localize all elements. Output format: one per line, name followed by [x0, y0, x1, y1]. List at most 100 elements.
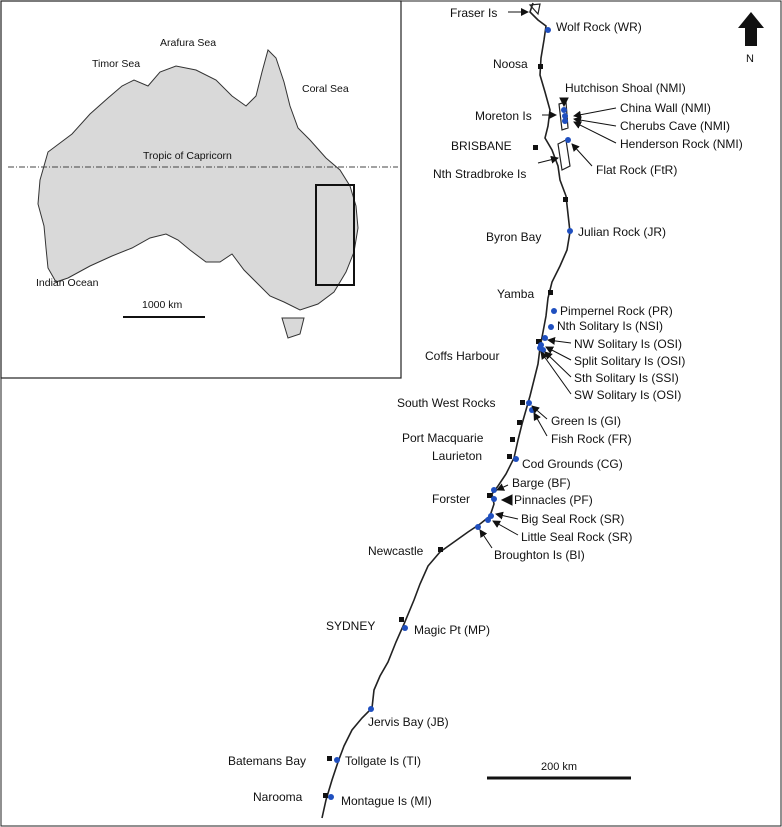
- site-labels: Wolf Rock (WR) Hutchison Shoal (NMI) Chi…: [341, 20, 743, 808]
- site-label: Nth Solitary Is (NSI): [557, 319, 663, 333]
- arafura-sea-label: Arafura Sea: [160, 37, 216, 49]
- stradbroke-island: [557, 139, 571, 171]
- site-label: Cherubs Cave (NMI): [620, 119, 730, 133]
- town-labels: Fraser Is Noosa Moreton Is BRISBANE Nth …: [228, 6, 541, 804]
- site-dot: [513, 456, 519, 462]
- site-dot: [526, 400, 532, 406]
- town-label: SYDNEY: [326, 619, 375, 633]
- north-label: N: [746, 53, 754, 65]
- site-label: Green Is (GI): [551, 414, 621, 428]
- site-label: NW Solitary Is (OSI): [574, 337, 682, 351]
- town-label: Coffs Harbour: [425, 349, 499, 363]
- site-dot: [567, 228, 573, 234]
- timor-sea-label: Timor Sea: [92, 58, 140, 70]
- town-marker: [438, 547, 443, 552]
- site-label: China Wall (NMI): [620, 101, 711, 115]
- town-marker: [507, 454, 512, 459]
- site-label: Julian Rock (JR): [578, 225, 666, 239]
- leader-arrow: [573, 121, 617, 144]
- north-arrow-icon: [738, 12, 764, 46]
- site-dot: [537, 345, 543, 351]
- site-dot: [475, 524, 481, 530]
- site-label: Cod Grounds (CG): [522, 457, 623, 471]
- site-dot: [562, 118, 568, 124]
- site-dot: [548, 324, 554, 330]
- site-label: SW Solitary Is (OSI): [574, 388, 681, 402]
- leader-arrow: [573, 107, 617, 119]
- site-label: Pinnacles (PF): [514, 493, 593, 507]
- site-dot: [562, 113, 568, 119]
- town-label: Forster: [432, 492, 470, 506]
- fraser-island: [528, 3, 541, 16]
- town-label: Fraser Is: [450, 6, 497, 20]
- town-marker: [510, 437, 515, 442]
- town-label: Newcastle: [368, 544, 424, 558]
- town-marker: [399, 617, 404, 622]
- town-label: Yamba: [497, 287, 534, 301]
- town-marker: [536, 339, 541, 344]
- inset-map: Arafura Sea Timor Sea Coral Sea Tropic o…: [0, 0, 402, 379]
- tropic-label: Tropic of Capricorn: [143, 150, 232, 162]
- site-dot: [368, 706, 374, 712]
- site-label: Barge (BF): [512, 476, 571, 490]
- town-label: Port Macquarie: [402, 431, 484, 445]
- leader-arrows: [479, 8, 617, 549]
- coral-sea-label: Coral Sea: [302, 83, 349, 95]
- site-label: Sth Solitary Is (SSI): [574, 371, 679, 385]
- site-label: Tollgate Is (TI): [345, 754, 421, 768]
- leader-arrow: [496, 483, 509, 491]
- australia-mainland: [37, 49, 359, 311]
- leader-arrow: [479, 529, 493, 549]
- site-label: Wolf Rock (WR): [556, 20, 642, 34]
- site-label: Jervis Bay (JB): [368, 715, 449, 729]
- town-marker: [538, 64, 543, 69]
- leader-arrow: [533, 412, 548, 437]
- site-label: Flat Rock (FtR): [596, 163, 677, 177]
- town-label: South West Rocks: [397, 396, 495, 410]
- town-marker: [533, 145, 538, 150]
- site-dot: [402, 625, 408, 631]
- scale-bar: 200 km: [487, 761, 631, 780]
- tasmania: [281, 317, 305, 339]
- town-label: Noosa: [493, 57, 528, 71]
- site-label: Big Seal Rock (SR): [521, 512, 624, 526]
- town-label: Nth Stradbroke Is: [433, 167, 526, 181]
- site-dot: [561, 107, 567, 113]
- leader-arrow: [495, 511, 519, 520]
- site-dot: [328, 794, 334, 800]
- site-dot: [551, 308, 557, 314]
- site-label: Henderson Rock (NMI): [620, 137, 743, 151]
- site-label: Little Seal Rock (SR): [521, 530, 632, 544]
- town-marker: [327, 756, 332, 761]
- coastline: [321, 2, 571, 819]
- leader-arrow: [571, 143, 593, 167]
- site-dot: [565, 137, 571, 143]
- leader-arrow: [573, 116, 617, 127]
- site-dot: [545, 27, 551, 33]
- leader-arrow: [537, 155, 559, 164]
- town-markers: [323, 64, 568, 798]
- site-label: Split Solitary Is (OSI): [574, 354, 685, 368]
- scale-label: 200 km: [541, 761, 577, 773]
- town-marker: [563, 197, 568, 202]
- site-dot: [491, 496, 497, 502]
- leader-arrow: [492, 520, 519, 536]
- indian-ocean-label: Indian Ocean: [36, 277, 99, 289]
- study-area-box: [315, 184, 355, 286]
- hutchison-shoal-arrow: [559, 97, 569, 108]
- town-label: BRISBANE: [451, 139, 512, 153]
- site-dot: [491, 487, 497, 493]
- town-marker: [323, 793, 328, 798]
- town-label: Batemans Bay: [228, 754, 306, 768]
- town-label: Moreton Is: [475, 109, 532, 123]
- site-dot: [334, 757, 340, 763]
- pinnacles-arrow: [500, 494, 513, 506]
- town-marker: [520, 400, 525, 405]
- site-label: Magic Pt (MP): [414, 623, 490, 637]
- site-dot: [542, 335, 548, 341]
- leader-arrow: [531, 405, 548, 420]
- site-dot: [485, 517, 491, 523]
- site-label: Montague Is (MI): [341, 794, 432, 808]
- town-label: Laurieton: [432, 449, 482, 463]
